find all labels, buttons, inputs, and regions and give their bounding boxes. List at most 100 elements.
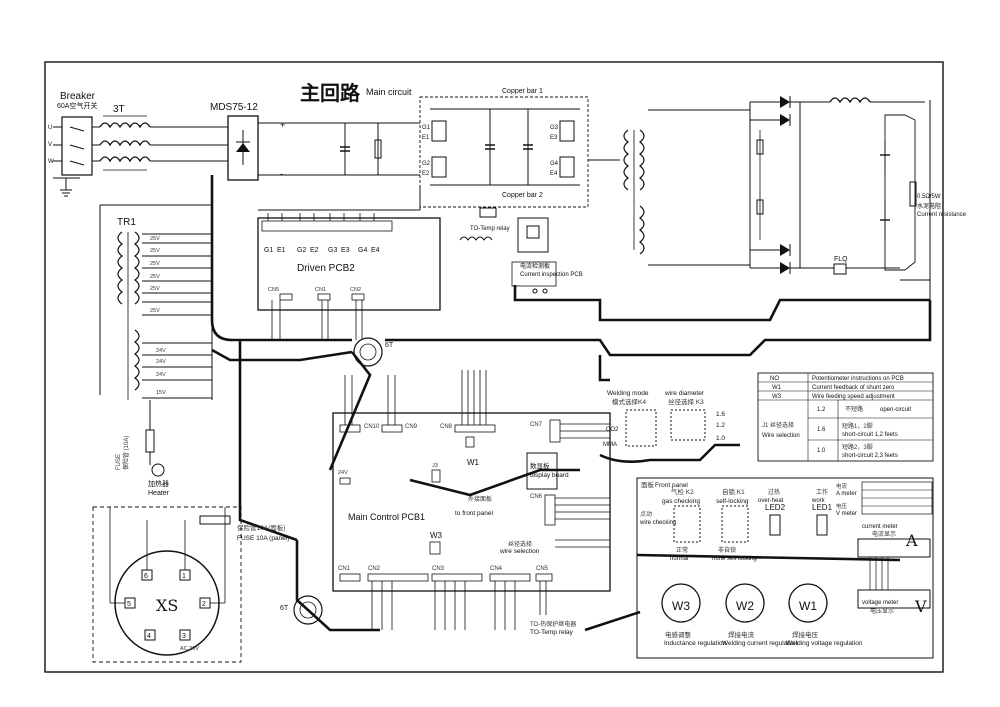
output-choke [829, 97, 871, 104]
svg-text:加热器: 加热器 [148, 479, 169, 488]
svg-text:CN5: CN5 [268, 287, 279, 293]
svg-text:3: 3 [182, 633, 186, 640]
breaker-label-cn: 60A空气开关 [57, 101, 97, 110]
svg-text:gas checking: gas checking [662, 498, 700, 505]
svg-text:wire checking: wire checking [639, 520, 676, 526]
igbt-right: G3 E3 G4 E4 [550, 120, 575, 178]
svg-text:W1: W1 [467, 458, 480, 467]
igbt-section [419, 96, 589, 208]
svg-text:Current resistance: Current resistance [917, 212, 967, 218]
svg-text:TO-Temp relay: TO-Temp relay [470, 226, 510, 232]
svg-text:2: 2 [202, 601, 206, 608]
svg-text:current meter: current meter [862, 524, 898, 530]
svg-text:TR1: TR1 [117, 217, 136, 228]
svg-text:24V: 24V [156, 359, 166, 365]
svg-text:25V: 25V [150, 236, 160, 242]
svg-text:0.5Ω/5W: 0.5Ω/5W [917, 194, 941, 200]
svg-text:to front panel: to front panel [455, 510, 493, 517]
ferrite-6t-top: 6T [353, 337, 394, 367]
svg-text:6T: 6T [280, 605, 289, 612]
svg-text:FLQ: FLQ [834, 256, 848, 263]
svg-text:A: A [905, 531, 918, 550]
svg-text:NO: NO [770, 376, 779, 382]
svg-text:FUSE: FUSE [116, 454, 122, 470]
svg-text:面板: 面板 [641, 480, 655, 489]
svg-text:G3: G3 [328, 247, 337, 254]
svg-text:Welding current regulation: Welding current regulation [722, 640, 798, 647]
svg-text:E4: E4 [371, 247, 380, 254]
svg-text:CN1: CN1 [315, 287, 326, 293]
rectifier-label: MDS75-12 [210, 102, 258, 113]
output-diodes [780, 96, 791, 274]
svg-text:丝径选择: 丝径选择 [508, 540, 532, 548]
svg-text:LED1: LED1 [812, 503, 833, 512]
panel-fuse-10a: 保险管10A(面板) FUSE 10A (panel) [199, 515, 289, 542]
svg-text:short-circuit 1,2 feets: short-circuit 1,2 feets [842, 432, 898, 438]
svg-text:XS: XS [156, 596, 178, 615]
svg-text:TO-热保护继电器: TO-热保护继电器 [530, 620, 576, 628]
svg-text:电压显示: 电压显示 [870, 607, 894, 615]
svg-text:Welding mode: Welding mode [607, 390, 649, 397]
led2-overheat: 过热 over-heat LED2 [758, 488, 786, 536]
knob-w1: W1 焊接电压 Welding voltage regulation [786, 583, 863, 647]
svg-text:CN2: CN2 [350, 287, 361, 293]
svg-text:25V: 25V [150, 308, 160, 314]
svg-text:4: 4 [147, 633, 151, 640]
xs-box [92, 506, 242, 663]
svg-text:CN9: CN9 [405, 424, 418, 430]
driven-pcb2: Driven PCB2 G1 E1 G2 E2 G3 E3 G4 E4 CN5 … [257, 217, 441, 311]
svg-text:G1: G1 [422, 125, 431, 131]
svg-text:TO-Temp relay: TO-Temp relay [530, 629, 574, 636]
svg-text:Main circuit: Main circuit [366, 87, 412, 97]
svg-text:5: 5 [127, 601, 131, 608]
led1-work: 工作 work LED1 [811, 488, 833, 536]
svg-text:25V: 25V [150, 274, 160, 280]
wire-diameter-switch-k3: wire diameter 丝径选择 K3 1.6 1.2 1.0 [664, 390, 725, 442]
temp-relay-top: TO-Temp relay [459, 207, 510, 241]
breaker: Breaker 60A空气开关 U V W [48, 91, 97, 176]
knob-w2: W2 焊接电流 Welding current regulation [722, 583, 798, 647]
svg-text:6: 6 [144, 573, 148, 580]
self-locking-switch-k1: 自锁 K1 self-locking 非自锁 none self locking [712, 487, 757, 562]
copper-bar-1-label: Copper bar 1 [502, 88, 543, 95]
svg-text:非自锁: 非自锁 [718, 546, 736, 554]
svg-text:Driven PCB2: Driven PCB2 [297, 263, 355, 274]
igbt-left: G1 E1 G2 E2 [422, 120, 447, 178]
ferrite-6t-bottom: 6T [280, 595, 323, 625]
svg-text:W1: W1 [772, 385, 782, 391]
svg-text:电流检测板: 电流检测板 [520, 262, 550, 270]
potentiometer-table: NO Potentiometer instructions on PCB W1 … [757, 372, 934, 462]
svg-text:CO2: CO2 [606, 427, 619, 433]
svg-text:E4: E4 [550, 171, 558, 177]
svg-text:短路2，3脚: 短路2，3脚 [842, 443, 873, 451]
svg-text:Current inspection PCB: Current inspection PCB [520, 272, 583, 278]
svg-text:25V: 25V [150, 261, 160, 267]
svg-text:3T: 3T [113, 104, 125, 115]
svg-text:wire selection: wire selection [499, 548, 540, 555]
rectifier-bridge: MDS75-12 [210, 102, 259, 181]
svg-text:CN1: CN1 [338, 566, 351, 572]
svg-text:1.6: 1.6 [716, 411, 725, 418]
svg-text:15V: 15V [156, 390, 166, 396]
flq-sensor [833, 263, 847, 275]
svg-text:短路1，2脚: 短路1，2脚 [842, 422, 873, 430]
svg-text:1.2: 1.2 [817, 407, 826, 413]
svg-text:自锁 K1: 自锁 K1 [722, 487, 745, 496]
heater: 加热器 Heater [148, 463, 170, 497]
svg-text:E2: E2 [310, 247, 319, 254]
svg-text:CN6: CN6 [530, 494, 543, 500]
breaker-label: Breaker [60, 91, 96, 102]
meter-connector-table: 电流 A meter 电压 V meter [836, 481, 933, 517]
svg-text:short-circuit 2,3 feets: short-circuit 2,3 feets [842, 453, 898, 459]
svg-text:数显板: 数显板 [530, 461, 550, 470]
svg-text:G1: G1 [264, 247, 273, 254]
svg-text:模式选择K4: 模式选择K4 [612, 397, 646, 406]
svg-text:CN8: CN8 [440, 424, 453, 430]
svg-text:电流: 电流 [836, 482, 848, 490]
svg-text:CN10: CN10 [364, 424, 380, 430]
svg-text:E1: E1 [277, 247, 286, 254]
svg-text:24V: 24V [338, 470, 348, 476]
svg-text:voltage meter: voltage meter [862, 600, 898, 606]
svg-text:不短路: 不短路 [845, 405, 863, 413]
